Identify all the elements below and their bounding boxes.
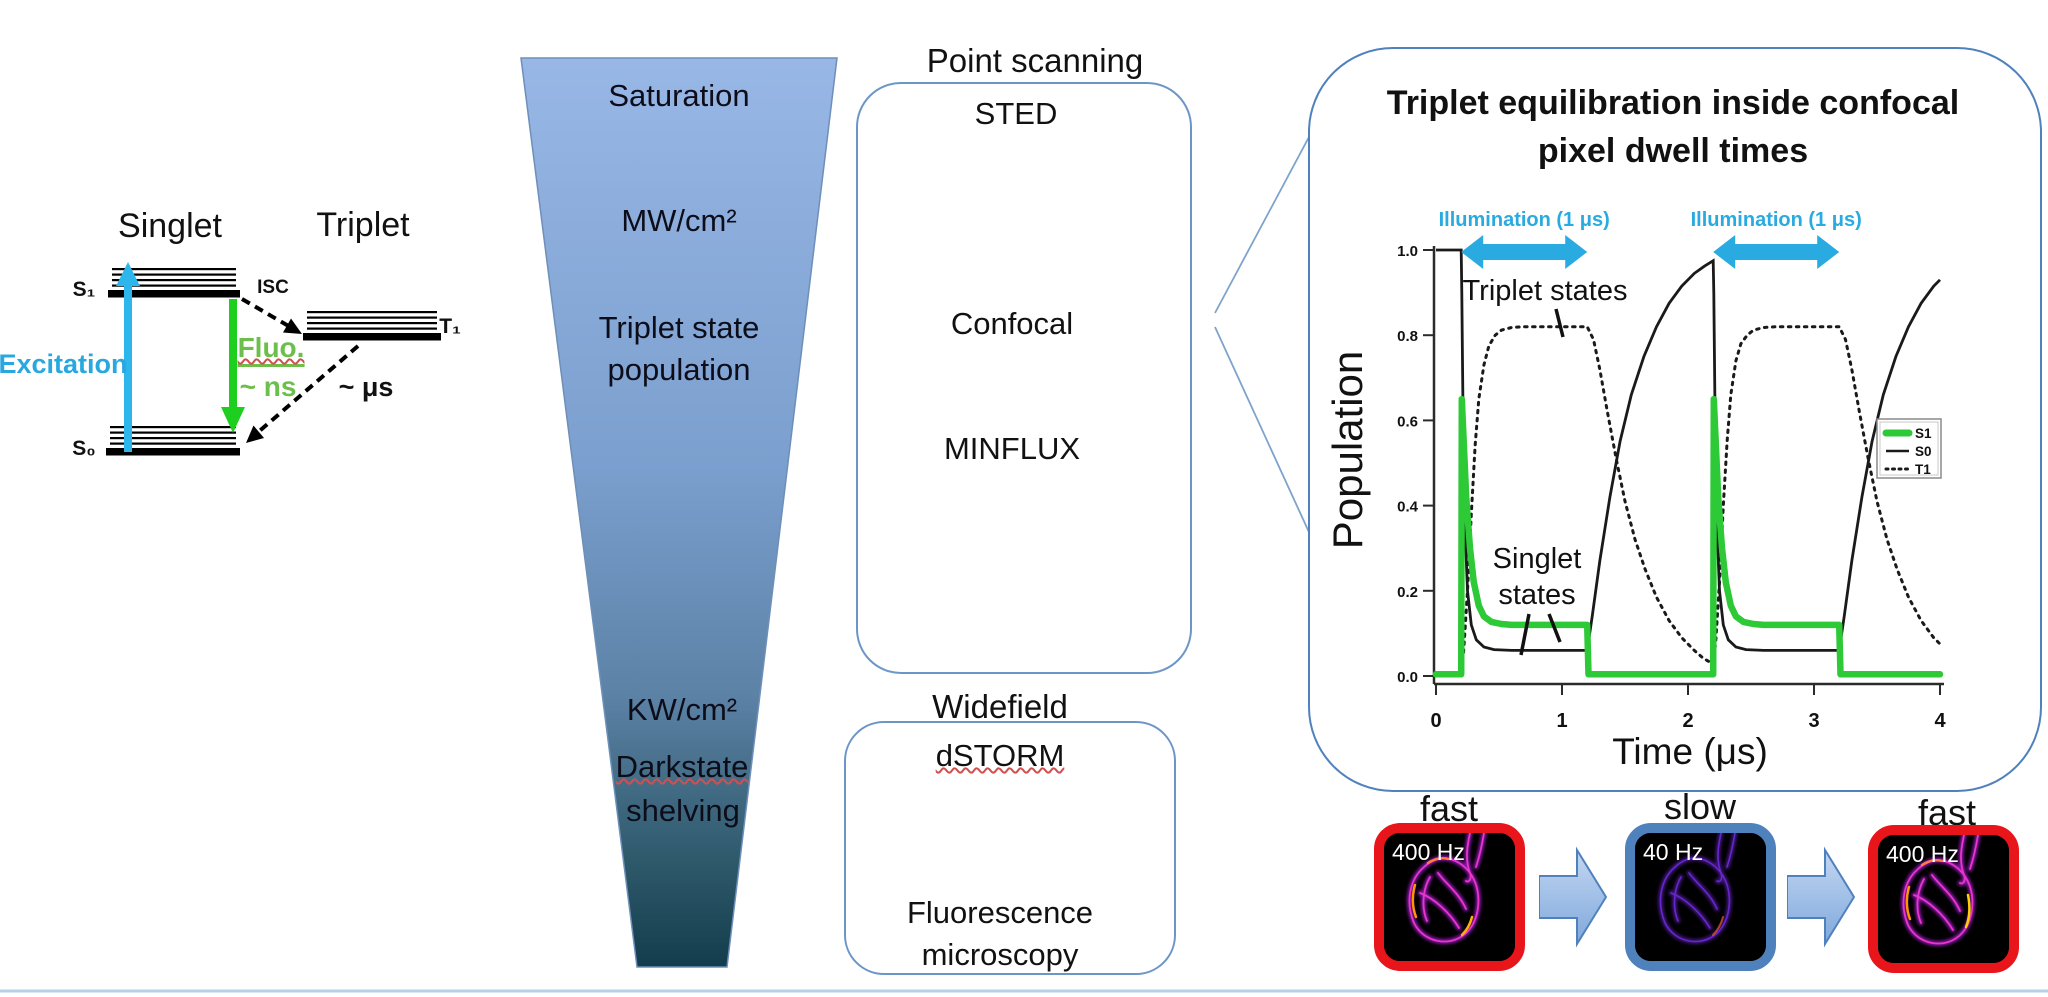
series-T1	[1434, 325, 1942, 677]
svg-text:Illumination (1 μs): Illumination (1 μs)	[1439, 209, 1610, 231]
method-dstorm: dSTORM	[935, 738, 1065, 773]
s0-label: S₀	[72, 437, 96, 460]
inset-title-line2: pixel dwell times	[1537, 132, 1809, 170]
s1-label: S₁	[72, 278, 96, 301]
isc-label: ISC	[257, 277, 289, 298]
svg-text:1.0: 1.0	[1397, 243, 1418, 260]
cell-image-fast-1	[1384, 833, 1515, 961]
svg-text:S0: S0	[1915, 444, 1932, 459]
method-sted: STED	[974, 96, 1058, 131]
svg-text:S1: S1	[1915, 426, 1932, 441]
image-frame-slow: 40 Hz	[1625, 823, 1776, 971]
svg-text:Illumination (1 μs): Illumination (1 μs)	[1691, 209, 1862, 231]
triplet-label: Triplet	[316, 206, 410, 244]
singlet-s0-levels	[106, 426, 240, 456]
widefield-box	[844, 721, 1176, 975]
image-frame-fast-1: 400 Hz	[1374, 823, 1525, 971]
svg-text:0.4: 0.4	[1397, 499, 1419, 516]
series-S1	[1432, 395, 1944, 678]
svg-text:0: 0	[1430, 710, 1441, 732]
svg-text:states: states	[1498, 579, 1575, 611]
arrow-right-icon-1	[1539, 846, 1607, 948]
speed-label-slow: slow	[1663, 786, 1737, 827]
fluorescence-arrow	[221, 299, 245, 433]
point-scanning-title: Point scanning	[926, 42, 1144, 79]
funnel-label-population: population	[607, 352, 751, 387]
svg-text:2: 2	[1682, 710, 1693, 732]
funnel-label-saturation: Saturation	[608, 78, 750, 113]
image-frame-fast-2: 400 Hz	[1868, 825, 2019, 973]
funnel-label-triplet-state: Triplet state	[598, 310, 760, 345]
method-minflux: MINFLUX	[943, 431, 1081, 466]
funnel-label-mw: MW/cm²	[621, 203, 737, 238]
inset-title-line1: Triplet equilibration inside confocal	[1386, 84, 1960, 122]
rate-badge-400hz-2: 400 Hz	[1886, 841, 1959, 867]
isc-arrow	[240, 297, 302, 334]
funnel-shape	[520, 57, 838, 968]
singlet-label: Singlet	[118, 207, 222, 245]
y-axis-label: Population	[1324, 351, 1371, 550]
svg-text:0.8: 0.8	[1397, 328, 1418, 345]
cell-image-fast-2	[1878, 835, 2009, 963]
speed-label-fast-1: fast	[1419, 788, 1479, 829]
svg-text:0.0: 0.0	[1397, 669, 1418, 686]
series-S0	[1436, 248, 1941, 652]
illumination-arrow-1: Illumination (1 μs)	[1439, 209, 1610, 269]
excitation-arrow	[116, 262, 140, 452]
fluorescence-label: Fluo.	[237, 332, 305, 368]
x-axis-label: Time (μs)	[1612, 731, 1768, 772]
cell-image-slow	[1635, 833, 1766, 961]
rate-badge-400hz-1: 400 Hz	[1392, 839, 1465, 865]
svg-text:Triplet states: Triplet states	[1463, 275, 1628, 307]
widefield-title: Widefield	[932, 688, 1068, 725]
funnel-label-darkstate: Darkstate	[615, 749, 749, 784]
fluorescence-lifetime-label: ~ ns	[239, 371, 297, 402]
funnel-label-kw: KW/cm²	[626, 692, 738, 727]
svg-text:T1: T1	[1915, 462, 1931, 477]
svg-text:Singlet: Singlet	[1493, 543, 1582, 575]
intensity-funnel	[520, 57, 838, 968]
triplet-decay-arrow	[246, 344, 360, 443]
singlet-s1-levels	[108, 268, 240, 298]
method-fluorescence-microscopy: Fluorescence microscopy	[906, 895, 1094, 972]
triplet-lifetime-label: ~ μs	[338, 372, 394, 402]
arrow-right-icon-2	[1787, 846, 1855, 948]
triplet-t1-levels	[303, 311, 441, 341]
svg-text:0.2: 0.2	[1397, 584, 1418, 601]
svg-text:3: 3	[1808, 710, 1819, 732]
t1-label: T₁	[439, 315, 461, 338]
jablonski-diagram	[106, 262, 441, 456]
method-confocal: Confocal	[950, 306, 1074, 341]
svg-text:1: 1	[1556, 710, 1567, 732]
excitation-label: Excitation	[0, 349, 128, 379]
svg-text:0.6: 0.6	[1397, 413, 1418, 430]
illumination-arrow-2: Illumination (1 μs)	[1691, 209, 1862, 269]
svg-text:4: 4	[1934, 710, 1946, 732]
point-scanning-box	[856, 82, 1192, 674]
rate-badge-40hz: 40 Hz	[1643, 839, 1704, 865]
funnel-label-shelving: shelving	[626, 793, 740, 828]
